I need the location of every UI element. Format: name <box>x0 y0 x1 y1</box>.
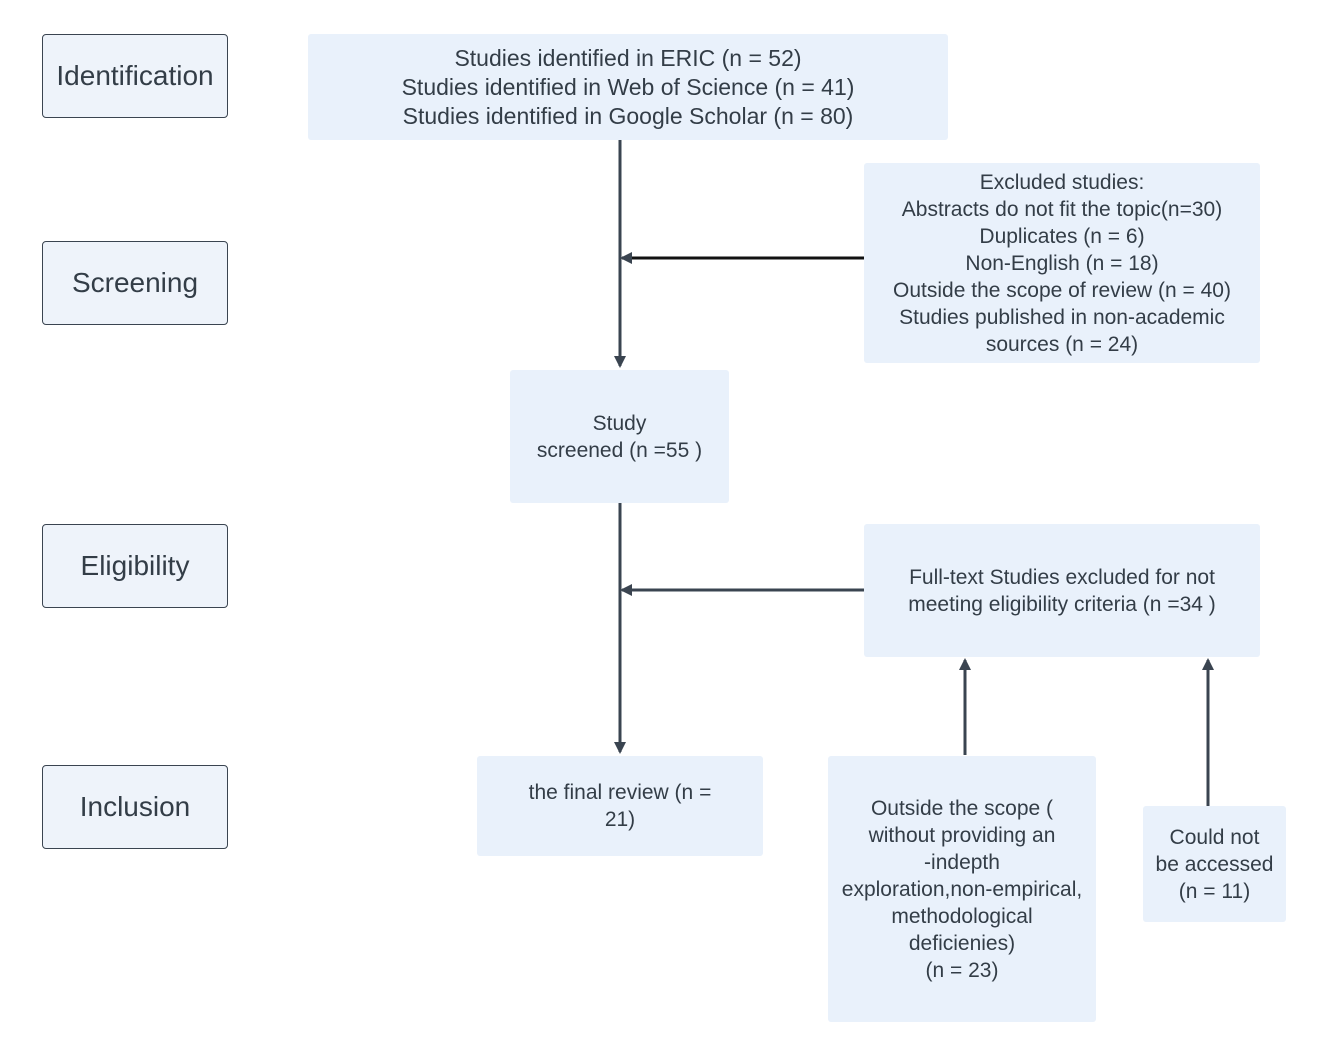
excluded-line: Excluded studies: <box>979 170 1145 194</box>
fulltext-excluded-box: Full-text Studies excluded for not meeti… <box>864 524 1260 657</box>
not-accessed-box: Could not be accessed (n = 11) <box>1143 806 1286 922</box>
final-review-line: the final review (n = <box>528 781 712 804</box>
screened-line: screened (n =55 ) <box>536 438 703 462</box>
not-accessed-line: Could not <box>1169 825 1260 849</box>
outside-scope-line: deficienies) <box>908 931 1016 955</box>
excluded-line: Abstracts do not fit the topic(n=30) <box>901 197 1223 221</box>
excluded-line: Duplicates (n = 6) <box>979 224 1145 248</box>
excluded-line: Non-English (n = 18) <box>965 251 1159 275</box>
study-screened-box: Study screened (n =55 ) <box>510 370 729 503</box>
not-accessed-line: (n = 11) <box>1178 879 1251 903</box>
excluded-line: Outside the scope of review (n = 40) <box>893 278 1231 302</box>
excluded-line: sources (n = 24) <box>985 332 1139 356</box>
screened-line: Study <box>592 411 647 435</box>
outside-scope-line: methodological <box>891 904 1033 928</box>
stage-eligibility-label: Eligibility <box>80 550 190 581</box>
not-accessed-line: be accessed <box>1155 852 1274 876</box>
outside-scope-line: Outside the scope ( <box>870 796 1054 820</box>
stage-eligibility: Eligibility <box>42 524 228 608</box>
outside-scope-line: exploration,non-empirical, <box>841 877 1083 901</box>
final-review-box: the final review (n = 21) <box>477 756 763 856</box>
excluded-studies-box: Excluded studies: Abstracts do not fit t… <box>864 163 1260 363</box>
fulltext-line: Full-text Studies excluded for not <box>909 565 1215 589</box>
stage-screening-label: Screening <box>71 267 199 298</box>
identification-line: Studies identified in Web of Science (n … <box>401 73 855 100</box>
outside-scope-line: without providing an <box>868 823 1056 847</box>
stage-identification: Identification <box>42 34 228 118</box>
stage-inclusion: Inclusion <box>42 765 228 849</box>
fulltext-line: meeting eligibility criteria (n =34 ) <box>908 592 1216 616</box>
outside-scope-line: -indepth <box>924 850 1000 874</box>
identification-box: Studies identified in ERIC (n = 52) Stud… <box>308 34 948 140</box>
stage-inclusion-label: Inclusion <box>79 791 191 822</box>
excluded-line: Studies published in non-academic <box>899 305 1225 329</box>
stage-screening: Screening <box>42 241 228 325</box>
final-review-line: 21) <box>604 808 636 831</box>
identification-line: Studies identified in ERIC (n = 52) <box>454 44 802 71</box>
outside-scope-box: Outside the scope ( without providing an… <box>828 756 1096 1022</box>
identification-line: Studies identified in Google Scholar (n … <box>402 102 854 129</box>
stage-identification-label: Identification <box>56 60 214 91</box>
outside-scope-line: (n = 23) <box>925 958 999 982</box>
